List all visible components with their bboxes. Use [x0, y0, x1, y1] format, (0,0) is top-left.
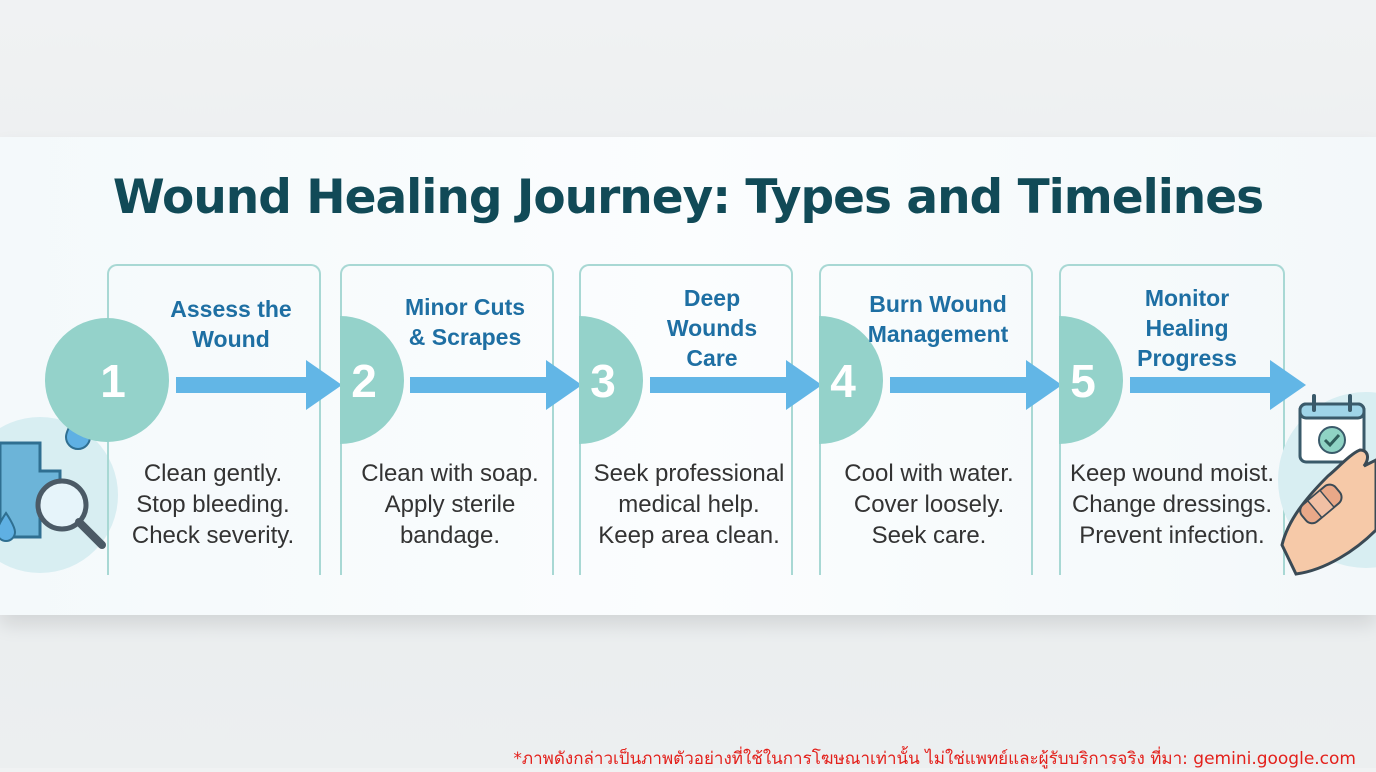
step-number-1: 1 — [100, 355, 126, 407]
step-heading-2: Minor Cuts & Scrapes — [404, 294, 526, 350]
step-number-badge-1 — [45, 318, 169, 442]
arrow-icon — [1130, 360, 1306, 410]
step-body-2: Clean with soap. Apply sterile bandage. — [361, 460, 539, 549]
step-body-3: Seek professional medical help. Keep are… — [593, 460, 785, 549]
step-heading-3: Deep Wounds Care — [666, 285, 758, 371]
page-title: Wound Healing Journey: Types and Timelin… — [112, 170, 1264, 225]
step-number-3: 3 — [590, 355, 616, 407]
step-body-5: Keep wound moist. Change dressings. Prev… — [1069, 460, 1275, 549]
arrow-icon — [650, 360, 822, 410]
arrow-icon — [176, 360, 342, 410]
medical-cross-magnifier-icon — [0, 395, 118, 573]
step-heading-4: Burn Wound Management — [867, 291, 1009, 347]
step-body-1: Clean gently. Stop bleeding. Check sever… — [131, 460, 295, 549]
arrow-icon — [890, 360, 1062, 410]
step-number-5: 5 — [1070, 355, 1096, 407]
step-body-4: Cool with water. Cover loosely. Seek car… — [844, 460, 1014, 549]
step-heading-1: Assess the Wound — [170, 296, 292, 352]
step-number-4: 4 — [830, 355, 856, 407]
infographic-banner — [0, 137, 1376, 615]
arrow-icon — [410, 360, 582, 410]
step-number-2: 2 — [351, 355, 377, 407]
step-heading-5: Monitor Healing Progress — [1137, 285, 1237, 371]
disclaimer-footer: *ภาพดังกล่าวเป็นภาพตัวอย่างที่ใช้ในการโฆ… — [513, 749, 1356, 769]
calendar-hand-bandage-icon — [1278, 392, 1376, 576]
